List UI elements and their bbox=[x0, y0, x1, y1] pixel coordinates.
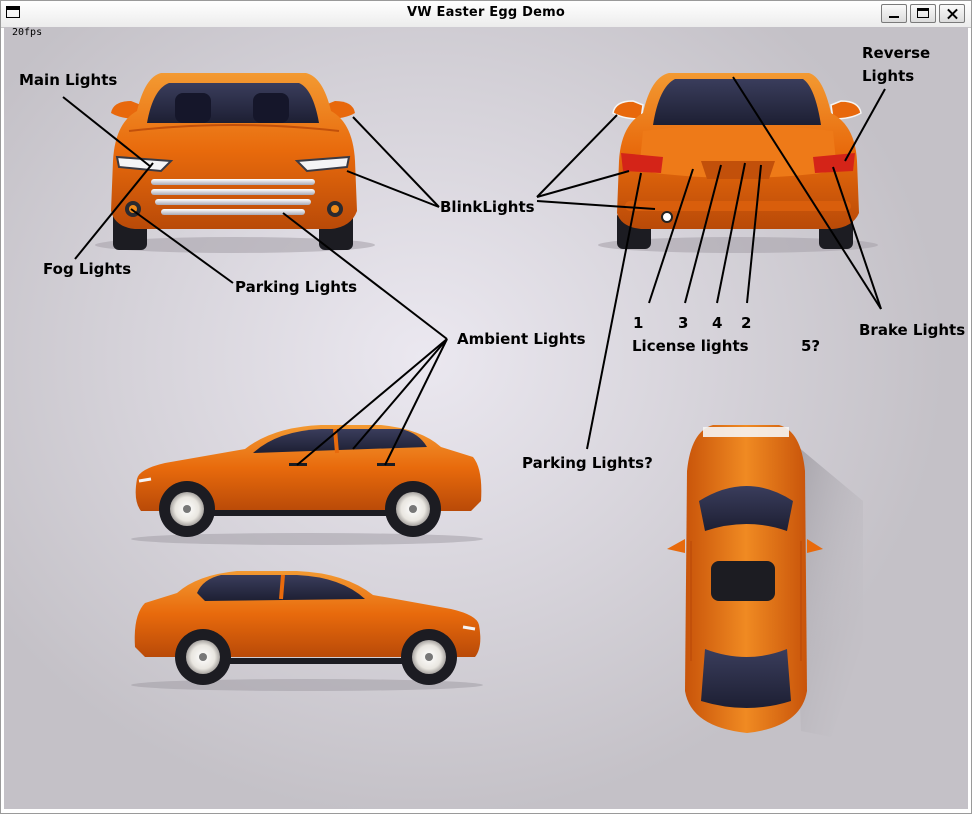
label-license-3: 3 bbox=[678, 314, 689, 332]
label-reverse-lights-line1: Reverse bbox=[862, 44, 931, 62]
label-unknown-5: 5? bbox=[801, 337, 821, 355]
close-button[interactable] bbox=[939, 4, 965, 23]
label-brake-lights: Brake Lights bbox=[859, 321, 966, 339]
label-fog-lights: Fog Lights bbox=[43, 260, 132, 278]
window-title: VW Easter Egg Demo bbox=[407, 5, 565, 20]
title-bar[interactable]: VW Easter Egg Demo bbox=[1, 1, 971, 28]
car-top-view bbox=[667, 425, 863, 737]
car-front-view bbox=[95, 73, 375, 253]
minimize-button[interactable] bbox=[881, 4, 907, 23]
annotation-lines bbox=[62, 76, 886, 466]
label-ambient-lights: Ambient Lights bbox=[457, 330, 586, 348]
window-menu-icon[interactable] bbox=[6, 6, 20, 18]
label-license-4: 4 bbox=[712, 314, 723, 332]
car-diagram bbox=[62, 73, 886, 737]
car-rear-view bbox=[598, 73, 878, 253]
label-reverse-lights-line2: Lights bbox=[862, 67, 915, 85]
car-side-view-right bbox=[131, 571, 483, 691]
render-canvas: 20fps bbox=[4, 27, 968, 809]
car-side-view-left bbox=[131, 425, 483, 545]
fps-counter: 20fps bbox=[12, 27, 43, 38]
maximize-button[interactable] bbox=[910, 4, 936, 23]
label-blink-lights: BlinkLights bbox=[440, 198, 535, 216]
label-license-lights: License lights bbox=[632, 337, 749, 355]
label-license-2: 2 bbox=[741, 314, 752, 332]
label-license-1: 1 bbox=[633, 314, 644, 332]
label-main-lights: Main Lights bbox=[19, 71, 118, 89]
front-grille bbox=[151, 179, 315, 215]
label-parking-lights-question: Parking Lights? bbox=[522, 454, 653, 472]
label-parking-lights: Parking Lights bbox=[235, 278, 358, 296]
